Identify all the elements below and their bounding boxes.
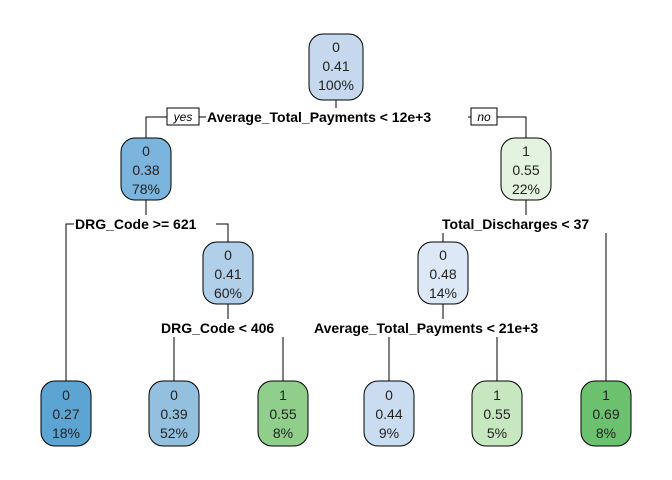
node-pct: 18% bbox=[52, 425, 80, 441]
node-prob: 0.44 bbox=[375, 406, 402, 422]
tree-leaf-7: 1 0.55 8% bbox=[257, 380, 309, 447]
tree-node-8: 0 0.48 14% bbox=[417, 241, 469, 305]
tree-leaf-9: 0 0.44 9% bbox=[363, 380, 415, 447]
tree-node-root: 0 0.41 100% bbox=[308, 33, 364, 101]
branch-tag-yes-text: yes bbox=[173, 110, 193, 124]
node-pct: 8% bbox=[273, 425, 293, 441]
node-class: 0 bbox=[385, 387, 393, 403]
tree-leaf-10: 1 0.55 5% bbox=[471, 380, 523, 447]
split-label-n5: DRG_Code < 406 bbox=[161, 320, 274, 336]
node-class: 1 bbox=[493, 387, 501, 403]
node-pct: 52% bbox=[160, 425, 188, 441]
node-prob: 0.48 bbox=[429, 266, 456, 282]
node-pct: 78% bbox=[132, 181, 160, 197]
tree-node-2: 0 0.38 78% bbox=[120, 137, 172, 201]
node-prob: 0.41 bbox=[322, 58, 349, 74]
edge-n8-left bbox=[388, 304, 444, 381]
split-label-n2: DRG_Code >= 621 bbox=[75, 216, 197, 232]
node-class: 1 bbox=[522, 143, 530, 159]
tree-node-3: 1 0.55 22% bbox=[500, 137, 552, 201]
node-class: 0 bbox=[142, 143, 150, 159]
node-class: 0 bbox=[224, 247, 232, 263]
split-label-n3: Total_Discharges < 37 bbox=[442, 216, 589, 232]
branch-tag-yes: yes bbox=[166, 107, 200, 126]
node-class: 0 bbox=[332, 39, 340, 55]
split-label-root: Average_Total_Payments < 12e+3 bbox=[207, 109, 431, 125]
node-class: 1 bbox=[602, 387, 610, 403]
branch-tag-no-text: no bbox=[477, 110, 491, 124]
tree-node-5-box bbox=[202, 241, 254, 305]
tree-leaf-6-box bbox=[148, 380, 200, 447]
node-prob: 0.55 bbox=[483, 406, 510, 422]
tree-node-8-box bbox=[417, 241, 469, 305]
tree-node-root-box bbox=[308, 33, 364, 101]
split-label-n8: Average_Total_Payments < 21e+3 bbox=[314, 320, 538, 336]
node-prob: 0.55 bbox=[269, 406, 296, 422]
tree-leaf-7-box bbox=[257, 380, 309, 447]
edge-n5-left bbox=[173, 304, 229, 381]
node-pct: 5% bbox=[487, 425, 507, 441]
node-pct: 22% bbox=[512, 181, 540, 197]
node-prob: 0.38 bbox=[132, 162, 159, 178]
tree-leaf-4-box bbox=[40, 380, 92, 447]
tree-leaf-4: 0 0.27 18% bbox=[40, 380, 92, 447]
node-pct: 100% bbox=[318, 77, 354, 93]
tree-leaf-9-box bbox=[363, 380, 415, 447]
node-class: 0 bbox=[62, 387, 70, 403]
node-pct: 9% bbox=[379, 425, 399, 441]
tree-nodes: 0 0.41 100% 0 0.38 78% 1 0.55 22% 0 0.41… bbox=[40, 33, 632, 447]
tree-leaf-6: 0 0.39 52% bbox=[148, 380, 200, 447]
node-prob: 0.69 bbox=[592, 406, 619, 422]
node-prob: 0.41 bbox=[214, 266, 241, 282]
tree-node-3-box bbox=[500, 137, 552, 201]
node-prob: 0.27 bbox=[52, 406, 79, 422]
tree-node-2-box bbox=[120, 137, 172, 201]
node-prob: 0.39 bbox=[160, 406, 187, 422]
node-pct: 14% bbox=[429, 285, 457, 301]
tree-leaf-10-box bbox=[471, 380, 523, 447]
node-pct: 8% bbox=[596, 425, 616, 441]
node-class: 0 bbox=[170, 387, 178, 403]
tree-leaf-11: 1 0.69 8% bbox=[580, 380, 632, 447]
node-pct: 60% bbox=[214, 285, 242, 301]
tree-leaf-11-box bbox=[580, 380, 632, 447]
tree-node-5: 0 0.41 60% bbox=[202, 241, 254, 305]
split-labels: Average_Total_Payments < 12e+3 DRG_Code … bbox=[74, 108, 612, 337]
node-class: 1 bbox=[279, 387, 287, 403]
node-class: 0 bbox=[439, 247, 447, 263]
node-prob: 0.55 bbox=[512, 162, 539, 178]
branch-tag-no: no bbox=[470, 107, 498, 126]
edge-n3-right bbox=[526, 223, 607, 381]
